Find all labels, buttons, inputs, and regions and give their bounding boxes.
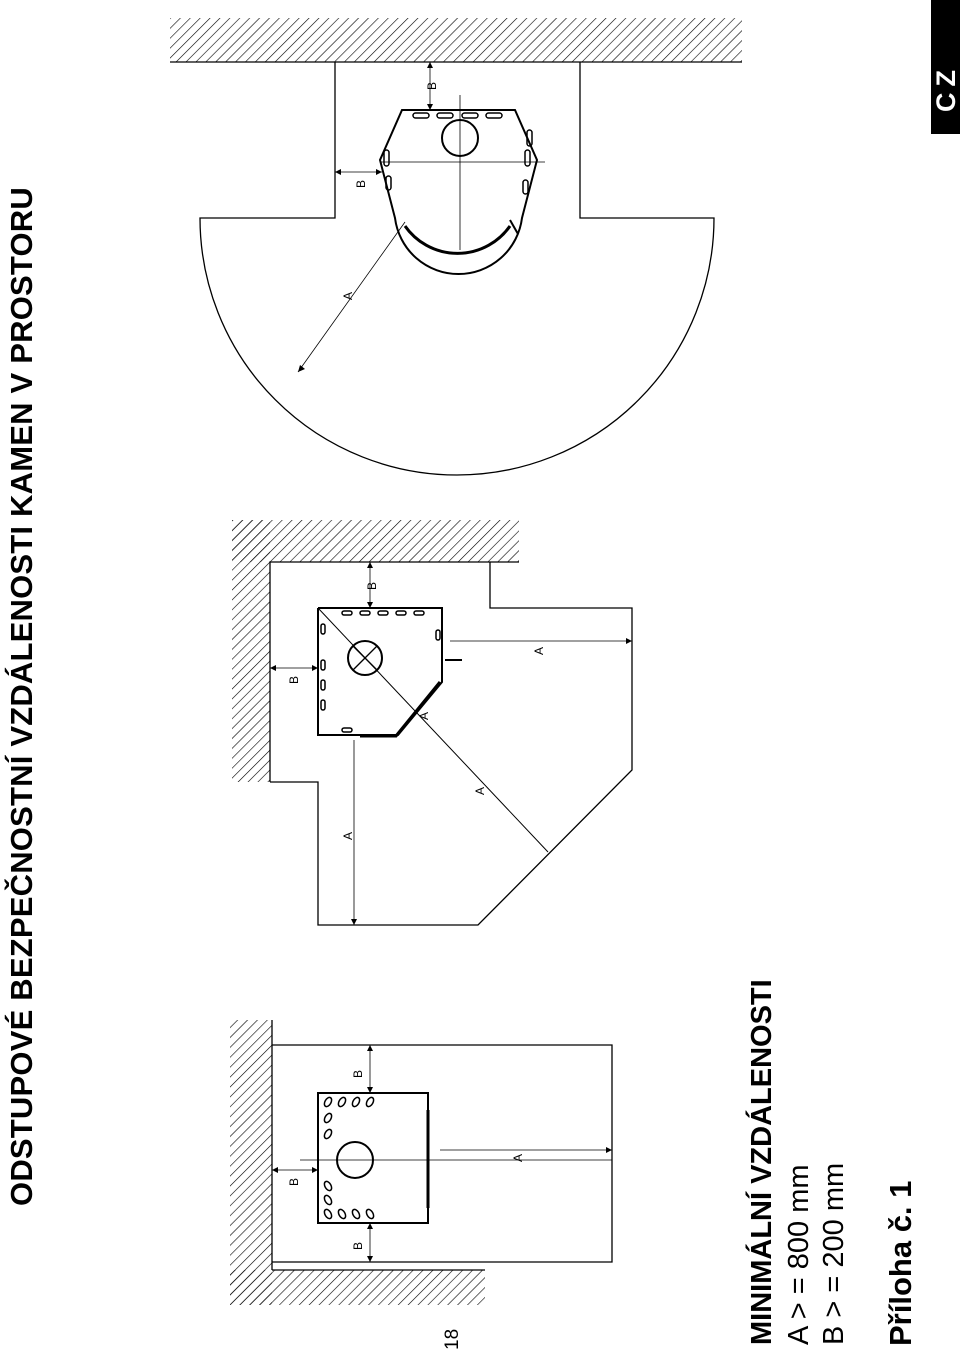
floor-hatch xyxy=(230,1270,485,1305)
language-badge: CZ xyxy=(931,0,960,134)
dim-label-b: B xyxy=(351,1242,365,1250)
round-stove-body xyxy=(378,109,539,276)
corner-flue-circle xyxy=(347,640,383,676)
diagram-round-labels: B B A xyxy=(341,82,439,300)
dim-label-a: A xyxy=(473,787,487,795)
dim-label-a: A xyxy=(511,1154,525,1162)
dim-label-b: B xyxy=(425,82,439,90)
dim-label-a: A xyxy=(341,832,355,840)
dim-label-b: B xyxy=(365,582,379,590)
diagram-round-placement xyxy=(170,18,742,476)
corner-wall-hatch xyxy=(232,520,270,782)
dim-label-b: B xyxy=(287,676,301,684)
diagram-wall-labels: B B B A xyxy=(287,1070,525,1250)
diagram-wall-placement xyxy=(230,1020,613,1305)
dim-label-a: A xyxy=(417,712,431,720)
dim-label-b: B xyxy=(351,1070,365,1078)
dim-label-a: A xyxy=(341,292,355,300)
dim-label-b: B xyxy=(287,1178,301,1186)
dim-label-b: B xyxy=(354,180,368,188)
diagram-corner-placement xyxy=(232,520,633,926)
dim-label-a: A xyxy=(532,647,546,655)
diagram-corner-labels: B B A A A A xyxy=(287,582,546,840)
corner-floor-hatch xyxy=(232,520,519,562)
top-wall-hatch xyxy=(170,18,742,62)
wall-hatch xyxy=(230,1020,272,1305)
